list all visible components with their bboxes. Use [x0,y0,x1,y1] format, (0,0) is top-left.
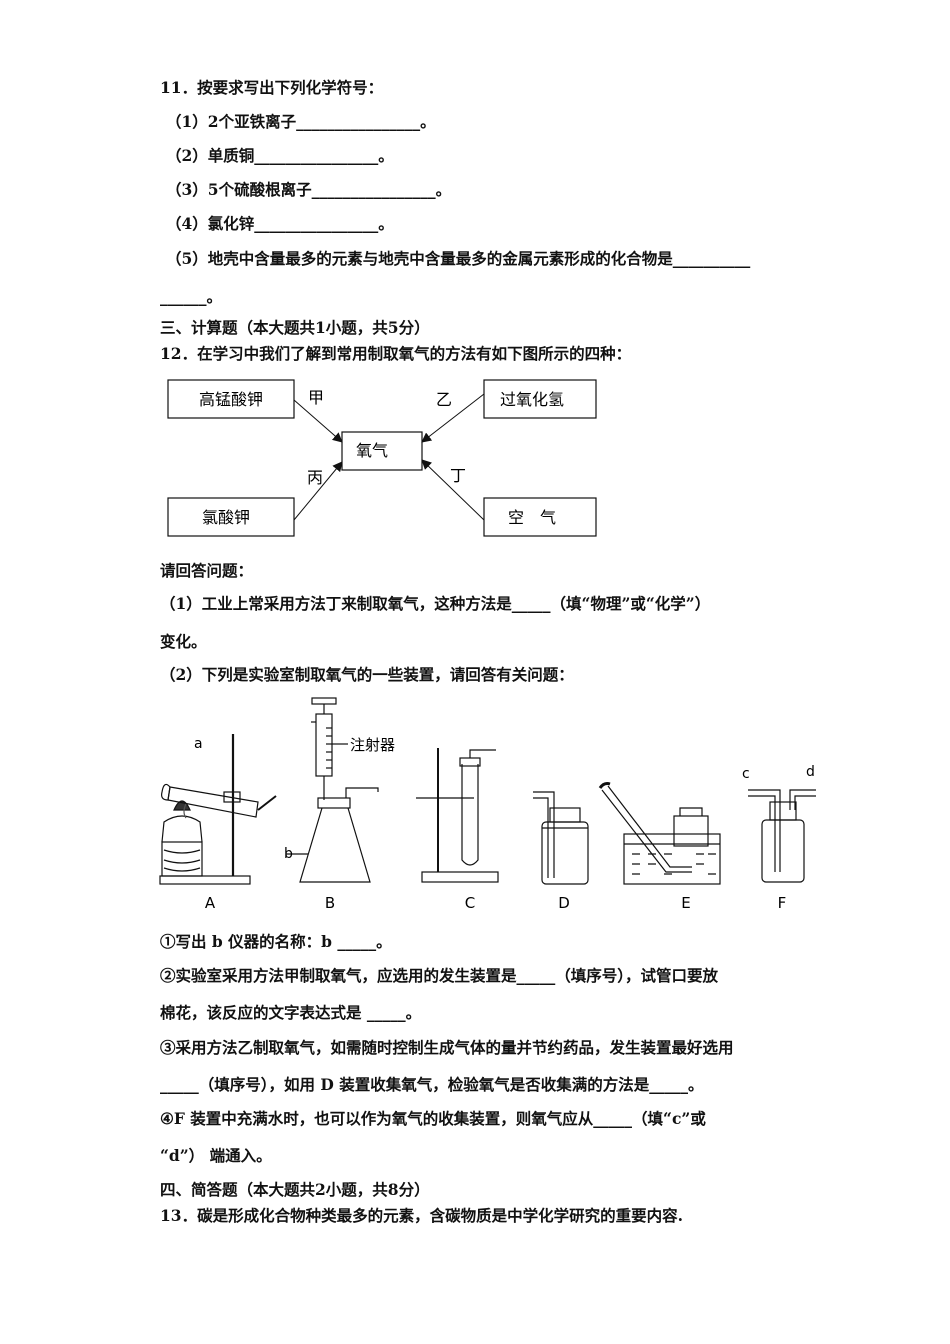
method-jia: 甲 [308,388,324,407]
q12-part-1-continued: 变化。 [160,632,207,651]
arrow-ding [421,459,485,521]
apparatus-label-a: A [205,894,216,912]
arrow-jia [293,399,343,443]
q11-item-4: （4）氯化锌________________。 [166,214,394,233]
q12-sub-1: ①写出 b 仪器的名称：b _____。 [160,932,392,951]
apparatus-label-f: F [778,894,787,912]
q12-sub-2-continued: 棉花，该反应的文字表达式是 _____。 [160,1003,422,1022]
apparatus-a [159,734,277,885]
oxygen-methods-diagram: 高锰酸钾 过氧化氢 氧气 氯酸钾 空 气 甲 乙 丙 丁 [167,379,597,537]
box-hydrogen-peroxide [483,379,597,419]
apparatus-label-d: D [558,894,570,912]
q12-sub-2: ②实验室采用方法甲制取氧气，应选用的发生装置是_____（填序号），试管口要放 [160,966,719,985]
q11-item-2: （2）单质铜________________。 [166,146,394,165]
apparatus-c [416,748,499,883]
section-4-heading: 四、简答题（本大题共2小题，共8分） [160,1180,430,1199]
method-yi: 乙 [436,390,452,409]
label-potassium-permanganate: 高锰酸钾 [199,390,263,409]
label-air: 空 气 [508,508,556,527]
q11-item-5-continued: ______。 [160,287,223,306]
label-oxygen: 氧气 [356,441,388,460]
apparatus-e [598,782,721,885]
section-3-heading: 三、计算题（本大题共1小题，共5分） [160,318,430,337]
q11-item-3: （3）5个硫酸根离子________________。 [166,180,452,199]
apparatus-label-c: C [465,894,475,912]
label-d: d [806,764,815,780]
apparatus-label-b: B [325,894,335,912]
q12-stem: 12．在学习中我们了解到常用制取氧气的方法有如下图所示的四种： [160,344,632,363]
label-a: a [194,736,203,752]
q12-prompt: 请回答问题： [160,561,254,580]
apparatus-label-e: E [681,894,690,912]
q12-part-2: （2）下列是实验室制取氧气的一些装置，请回答有关问题： [160,665,574,684]
apparatus-d [533,791,589,885]
label-c: c [742,766,750,782]
q12-sub-4: ④F 装置中充满水时，也可以作为氧气的收集装置，则氧气应从_____（填“c”或 [160,1109,706,1128]
label-potassium-chlorate: 氯酸钾 [202,508,250,527]
label-syringe: 注射器 [350,736,395,754]
label-hydrogen-peroxide: 过氧化氢 [500,390,564,409]
arrow-bing [293,461,343,521]
method-bing: 丙 [307,468,323,487]
q11-item-5: （5）地壳中含量最多的元素与地壳中含量最多的金属元素形成的化合物是_______… [166,249,751,268]
q12-sub-3-continued: _____（填序号），如用 D 装置收集氧气，检验氧气是否收集满的方法是____… [160,1075,704,1094]
box-potassium-permanganate [167,379,295,419]
box-potassium-chlorate [167,497,295,537]
box-oxygen [341,431,423,471]
q12-sub-3: ③采用方法乙制取氧气，如需随时控制生成气体的量并节约药品，发生装置最好选用 [160,1038,734,1057]
apparatus-b [286,697,379,883]
lab-apparatus-figure: a 注射器 b c d A B C D E F [159,697,816,912]
apparatus-f [748,789,816,883]
q12-sub-4-continued: “d”） 端通入。 [160,1146,272,1165]
q12-part-1: （1）工业上常采用方法丁来制取氧气，这种方法是_____（填“物理”或“化学”） [160,594,711,613]
label-b: b [284,846,293,862]
q11-item-1: （1）2个亚铁离子________________。 [166,112,436,131]
box-air [483,497,597,537]
q13-stem: 13．碳是形成化合物种类最多的元素，含碳物质是中学化学研究的重要内容. [160,1206,683,1225]
arrow-yi [421,393,485,443]
q11-stem: 11．按要求写出下列化学符号： [160,78,384,97]
method-ding: 丁 [450,466,466,485]
